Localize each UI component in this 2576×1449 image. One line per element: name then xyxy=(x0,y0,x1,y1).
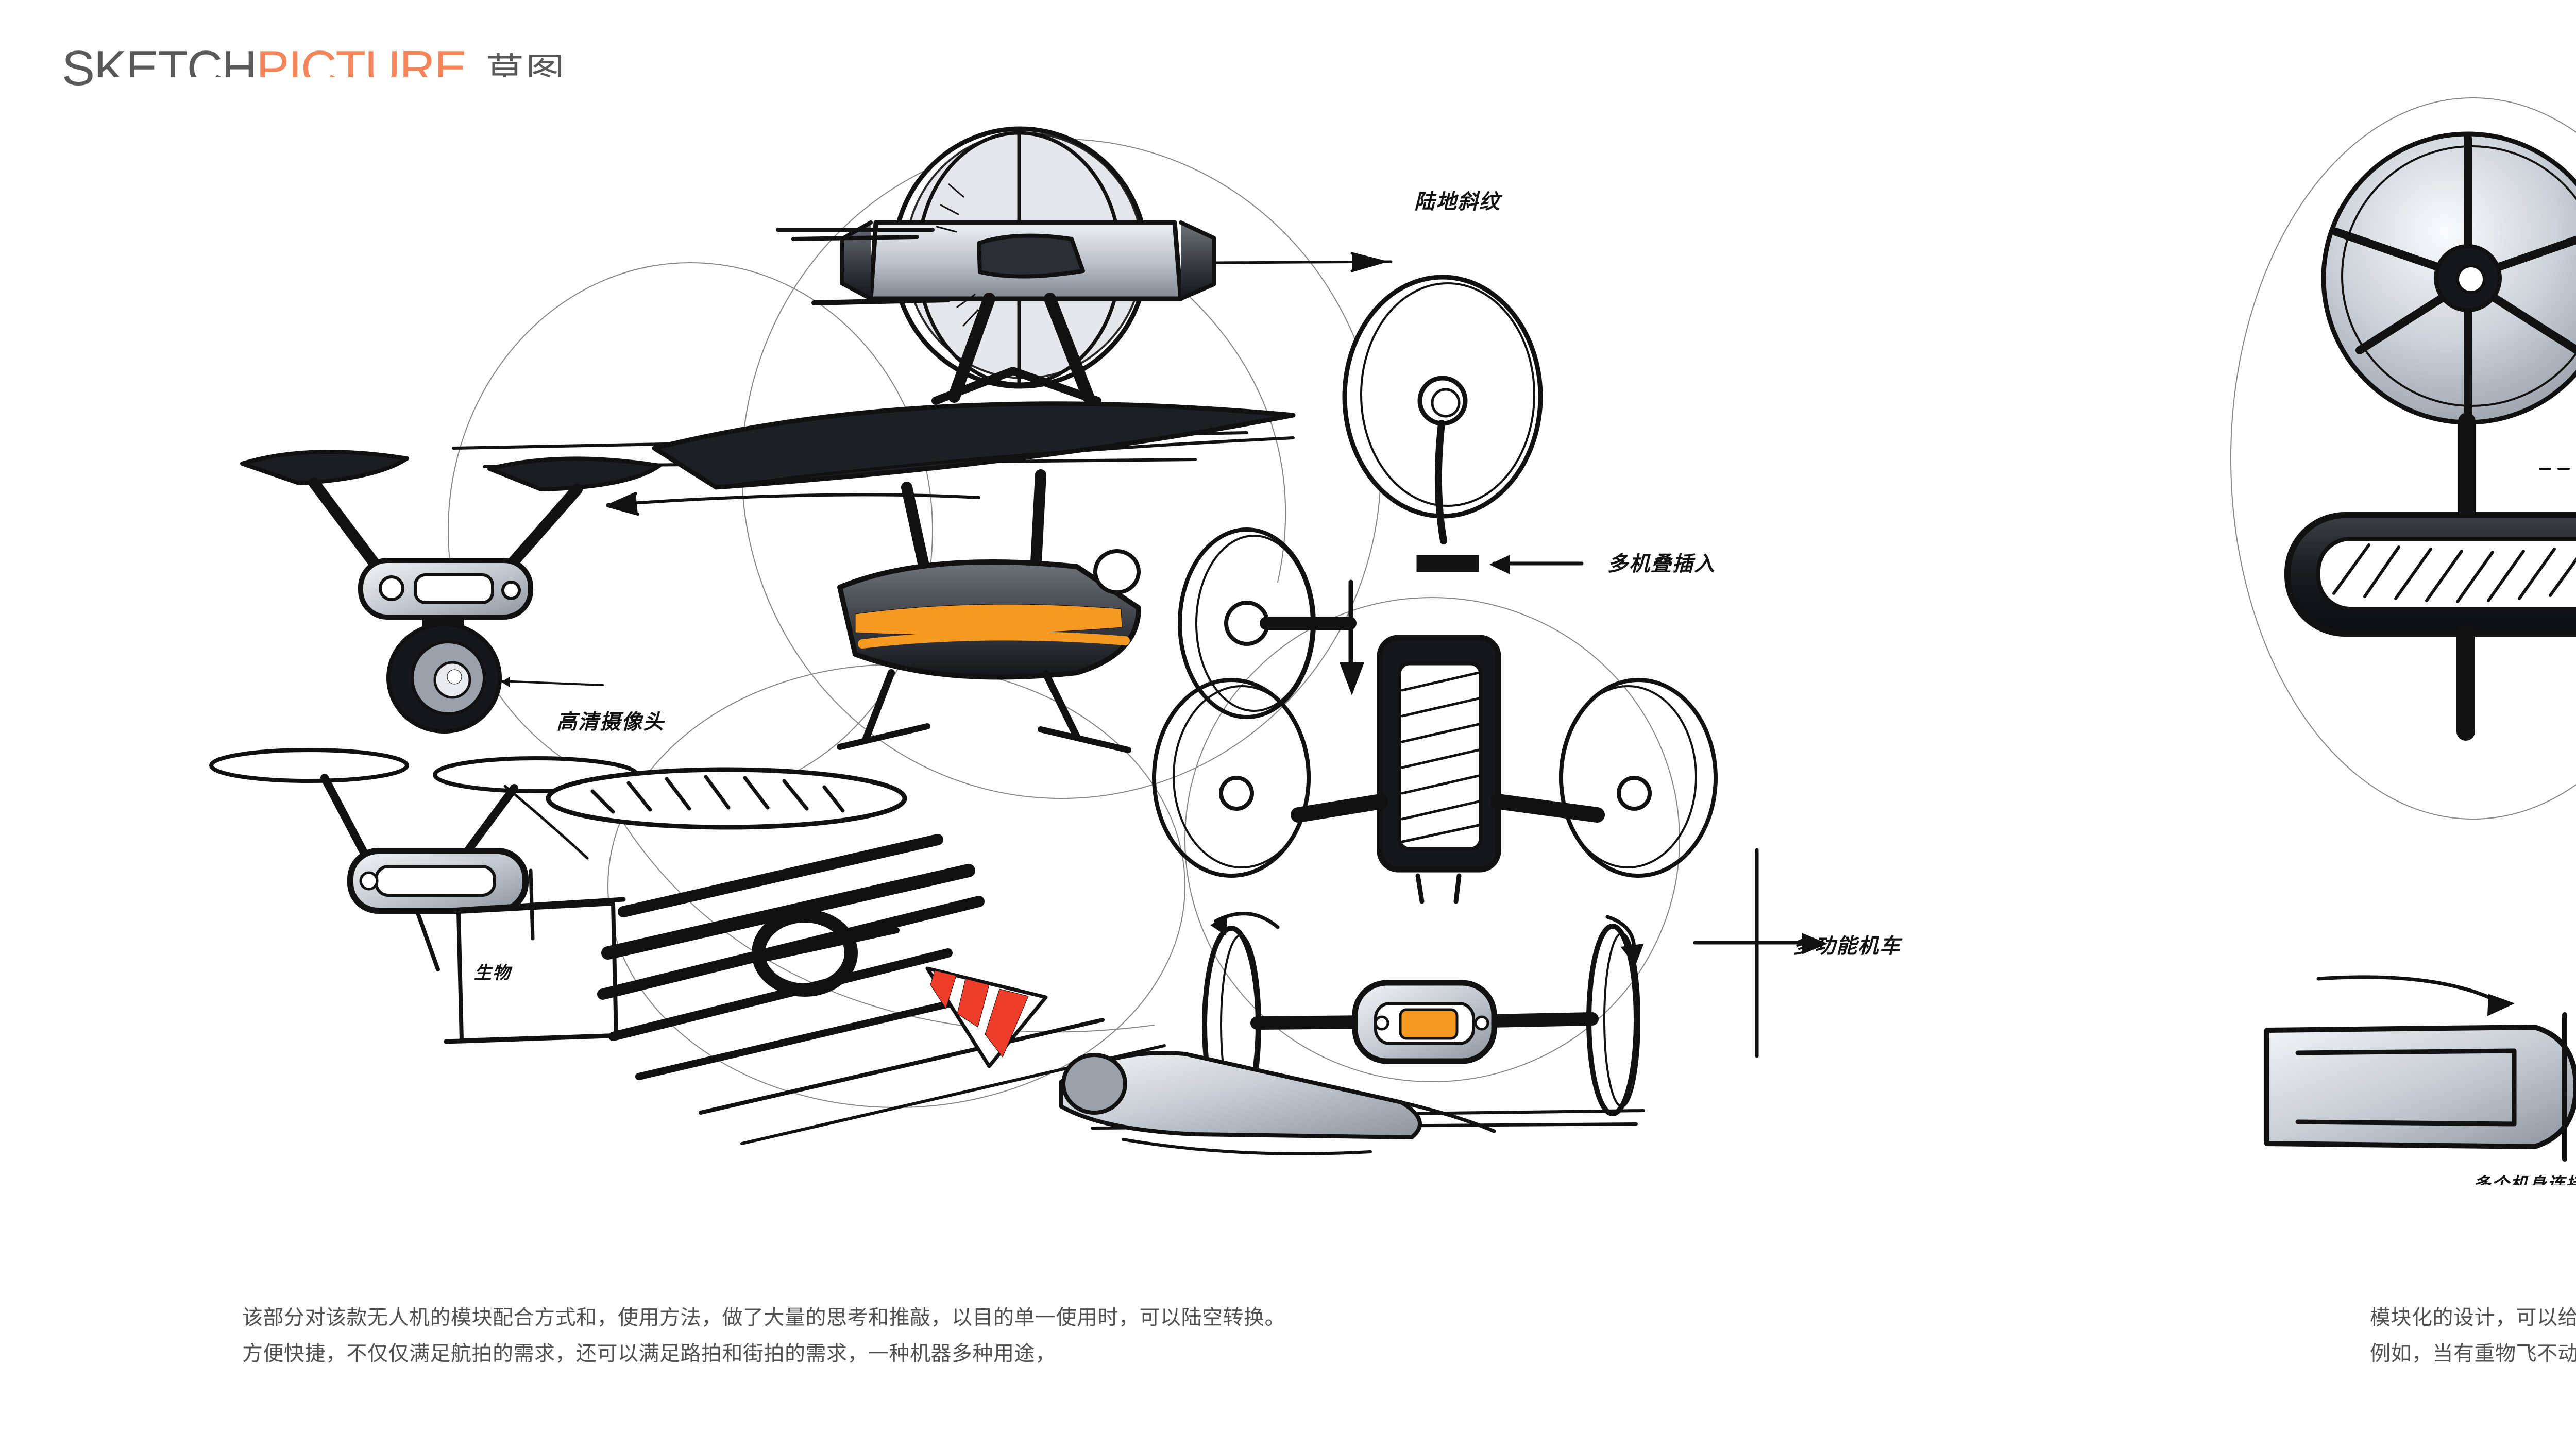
caption-right: 模块化的设计，可以给无人机无线可能，每个无人机都是一个单元，一个细胞，当遇到特殊… xyxy=(2370,1300,2576,1372)
caption-left-line-2: 方便快捷，不仅仅满足航拍的需求，还可以满足路拍和街拍的需求，一种机器多种用途， xyxy=(242,1342,1056,1365)
annotation-land-pattern: 陆地斜纹 xyxy=(1414,190,1503,214)
annotation-multi-stack: 多机叠插入 xyxy=(1607,552,1716,576)
caption-left: 该部分对该款无人机的模块配合方式和，使用方法，做了大量的思考和推敲，以目的单一使… xyxy=(242,1300,1942,1372)
left-sketch-canvas: 陆地斜纹 多机叠插入 高清摄像头 生物 多功能机车 xyxy=(93,77,1947,1185)
caption-left-line-1: 该部分对该款无人机的模块配合方式和，使用方法，做了大量的思考和推敲，以目的单一使… xyxy=(242,1306,1285,1329)
right-sketch-canvas: 航空 陆地 飞行走势 可自行拆卸 运送物资 多款多加，可用于各种用途 多个机身连… xyxy=(2215,77,2576,1185)
caption-right-line-2: 例如，当有重物飞不动事，两台组合，增加动力，当需要急速飞行时，调整，模块，秒变专… xyxy=(2370,1342,2576,1365)
right-annotation-group: 航空 陆地 飞行走势 可自行拆卸 运送物资 多款多加，可用于各种用途 多个机身连… xyxy=(2473,1174,2576,1185)
left-annotation-group: 陆地斜纹 多机叠插入 高清摄像头 生物 多功能机车 xyxy=(474,190,1903,983)
annotation-multi-body-link: 多个机身连接 xyxy=(2473,1174,2576,1185)
annotation-multifunction-vehicle: 多功能机车 xyxy=(1793,934,1903,958)
annotation-biology-box: 生物 xyxy=(474,963,513,983)
sketch-panel-right: 航空 陆地 飞行走势 可自行拆卸 运送物资 多款多加，可用于各种用途 多个机身连… xyxy=(2215,77,2576,1185)
caption-right-line-1: 模块化的设计，可以给无人机无线可能，每个无人机都是一个单元，一个细胞，当遇到特殊… xyxy=(2370,1306,2576,1329)
annotation-hd-camera: 高清摄像头 xyxy=(556,710,665,734)
sketch-panel-left: 陆地斜纹 多机叠插入 高清摄像头 生物 多功能机车 xyxy=(93,77,1947,1185)
